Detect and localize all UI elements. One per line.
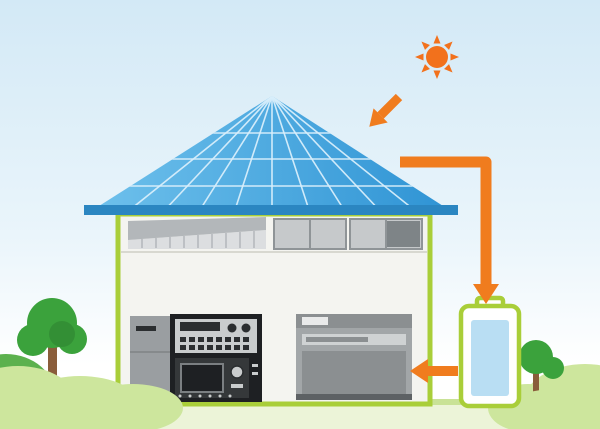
dishwasher-door xyxy=(302,351,406,394)
side-button xyxy=(252,364,258,367)
dishwasher xyxy=(296,314,412,400)
roof-face xyxy=(88,96,454,213)
vent-window xyxy=(128,217,266,249)
tree-trunk xyxy=(48,336,57,402)
tree-trunk xyxy=(533,368,539,402)
battery-to-appliance-arrow xyxy=(410,359,458,383)
panel-knob xyxy=(227,323,237,333)
storage-battery xyxy=(458,295,522,409)
panel-buttons xyxy=(180,337,249,350)
display xyxy=(180,322,220,331)
control-panel xyxy=(175,319,257,353)
battery-core xyxy=(471,320,509,396)
roof-eave xyxy=(84,205,458,215)
side-button xyxy=(252,372,258,375)
house xyxy=(84,96,458,407)
roof-to-battery-arrow xyxy=(400,156,499,304)
tree-foliage xyxy=(542,357,564,379)
window-right xyxy=(349,218,423,250)
tree-foliage-shade xyxy=(49,321,75,347)
tree-large xyxy=(17,298,87,402)
sunlight-arrow xyxy=(369,93,403,127)
bush xyxy=(83,384,183,429)
vent-slats xyxy=(141,231,255,248)
window-center xyxy=(273,218,347,250)
cabinet-handle xyxy=(136,326,156,331)
bottom-indicator-dots xyxy=(178,394,232,398)
oven-knob xyxy=(230,365,244,379)
handle-slot xyxy=(306,337,368,342)
oven-window xyxy=(180,363,224,393)
kitchen-appliance-unit xyxy=(130,314,262,402)
sun-icon xyxy=(415,35,459,79)
dishwasher-label xyxy=(302,317,328,325)
sun-rays xyxy=(415,35,459,79)
dishwasher-base xyxy=(296,394,412,400)
bushes-left xyxy=(0,366,183,429)
oven xyxy=(175,358,258,398)
panel-knob xyxy=(241,323,251,333)
oven-button xyxy=(231,384,243,388)
sun-disc xyxy=(426,46,448,68)
bush-front-right xyxy=(515,390,575,422)
tree-small xyxy=(519,340,564,402)
